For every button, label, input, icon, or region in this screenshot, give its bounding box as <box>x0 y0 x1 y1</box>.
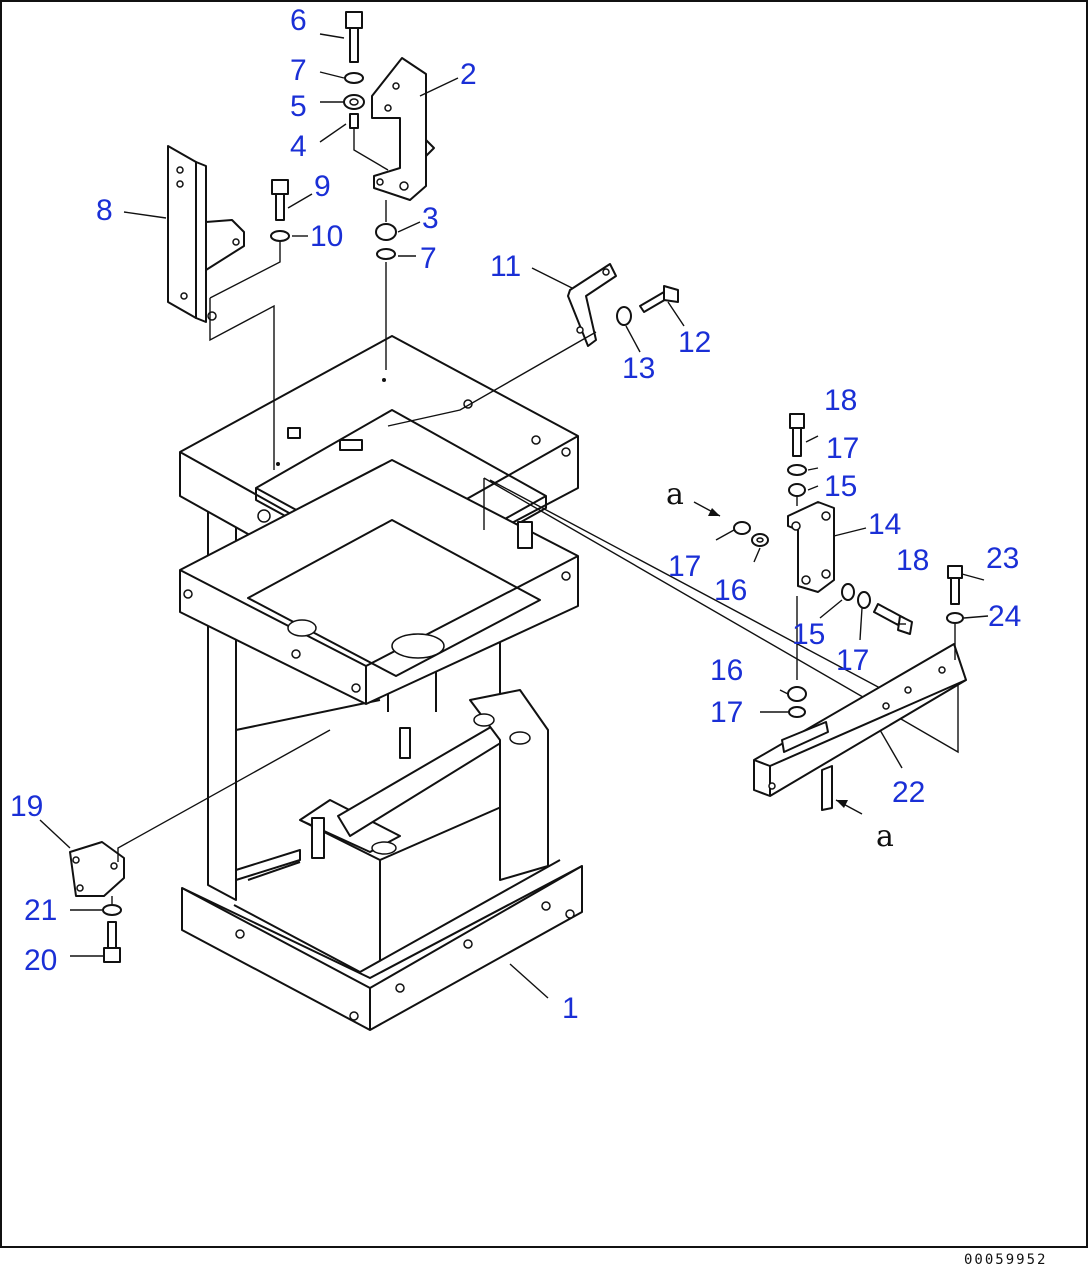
callout-4: 4 <box>290 130 307 163</box>
callout-16-lower: 16 <box>710 654 743 687</box>
lower-right-bracket-assembly <box>753 565 967 815</box>
callout-17-d: 17 <box>710 696 743 729</box>
rear-bracket-assembly <box>387 263 679 427</box>
side-bracket-assembly <box>167 145 290 470</box>
drawing-number: 00059952 <box>964 1252 1047 1268</box>
frame-assembly <box>179 335 583 1031</box>
callout-9: 9 <box>314 170 331 203</box>
ref-a-top: a <box>666 477 684 512</box>
callout-15-lower: 15 <box>792 618 825 651</box>
ref-a-bottom: a <box>876 819 894 854</box>
callout-3: 3 <box>422 202 439 235</box>
callout-24: 24 <box>988 600 1021 633</box>
callout-12: 12 <box>678 326 711 359</box>
upper-bracket-assembly <box>343 11 435 370</box>
callout-17-c: 17 <box>836 644 869 677</box>
callout-16-top: 16 <box>714 574 747 607</box>
callout-14: 14 <box>868 508 901 541</box>
callout-10: 10 <box>310 220 343 253</box>
cover-plate-assembly <box>69 729 331 963</box>
callout-22: 22 <box>892 776 925 809</box>
callout-18-top: 18 <box>824 384 857 417</box>
callout-1: 1 <box>562 992 579 1025</box>
callout-19: 19 <box>10 790 43 823</box>
callout-23: 23 <box>986 542 1019 575</box>
callout-5: 5 <box>290 90 307 123</box>
leader-lines <box>39 33 989 999</box>
callout-7-top: 7 <box>290 54 307 87</box>
callout-13: 13 <box>622 352 655 385</box>
callout-20: 20 <box>24 944 57 977</box>
callout-17-a: 17 <box>826 432 859 465</box>
right-bracket-assembly <box>483 413 959 754</box>
callout-17-b: 17 <box>668 550 701 583</box>
callout-15-top: 15 <box>824 470 857 503</box>
callout-labels: 1 2 3 4 5 6 7 7 8 9 10 11 12 13 14 15 15… <box>10 4 1021 1025</box>
callout-11: 11 <box>490 250 521 283</box>
callout-6: 6 <box>290 4 307 37</box>
callout-8: 8 <box>96 194 113 227</box>
callout-18-lower: 18 <box>896 544 929 577</box>
callout-21: 21 <box>24 894 57 927</box>
callout-7-lower: 7 <box>420 242 437 275</box>
callout-2: 2 <box>460 58 477 91</box>
